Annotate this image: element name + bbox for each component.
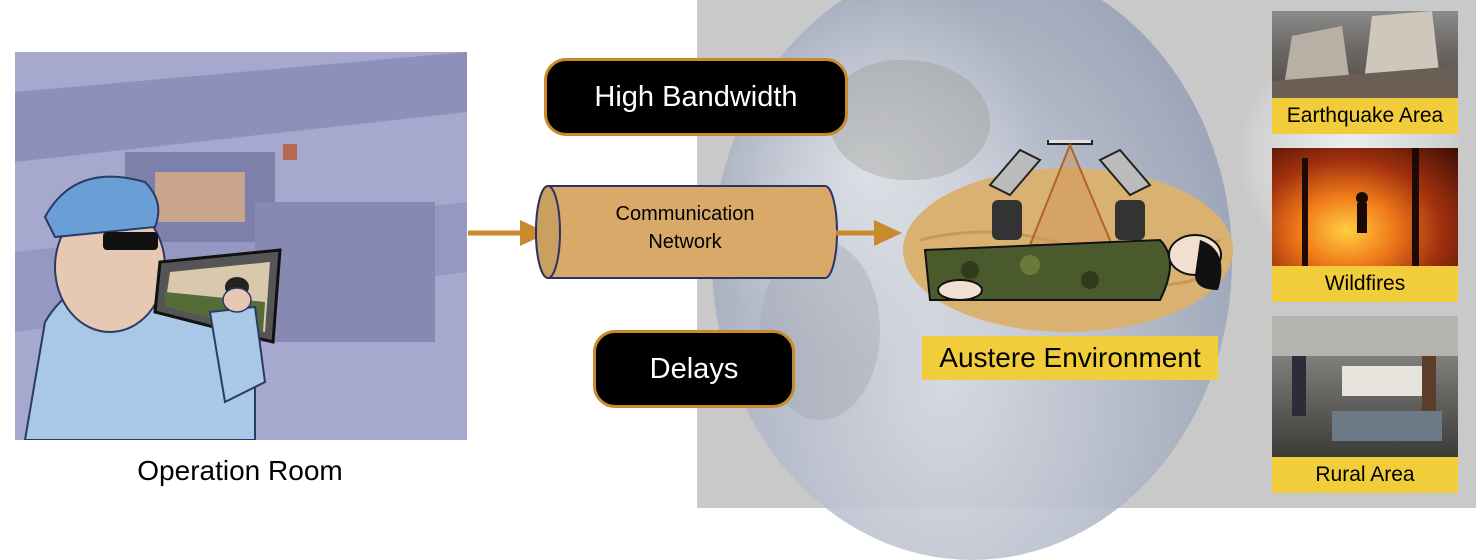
earthquake-area-label: Earthquake Area <box>1272 98 1458 134</box>
austere-environment-label: Austere Environment <box>922 336 1218 380</box>
operation-room-image <box>15 52 467 440</box>
wildfire-photo <box>1272 148 1458 266</box>
rural-area-photo <box>1272 316 1458 457</box>
network-label-line2: Network <box>648 231 722 253</box>
delays-label: Delays <box>593 330 795 408</box>
cylinder-icon <box>535 185 838 279</box>
austere-environment-image <box>900 140 1236 332</box>
arrow-right-icon <box>468 220 548 246</box>
arrow-right-icon <box>836 220 902 246</box>
operation-room-caption: Operation Room <box>137 455 343 486</box>
high-bandwidth-label: High Bandwidth <box>544 58 848 136</box>
earth-landmass <box>830 60 990 180</box>
communication-network-label: Communication Network <box>560 200 810 256</box>
earthquake-photo <box>1272 11 1458 98</box>
rural-area-label: Rural Area <box>1272 457 1458 493</box>
network-label-line1: Communication <box>615 203 755 225</box>
wildfires-label: Wildfires <box>1272 266 1458 302</box>
